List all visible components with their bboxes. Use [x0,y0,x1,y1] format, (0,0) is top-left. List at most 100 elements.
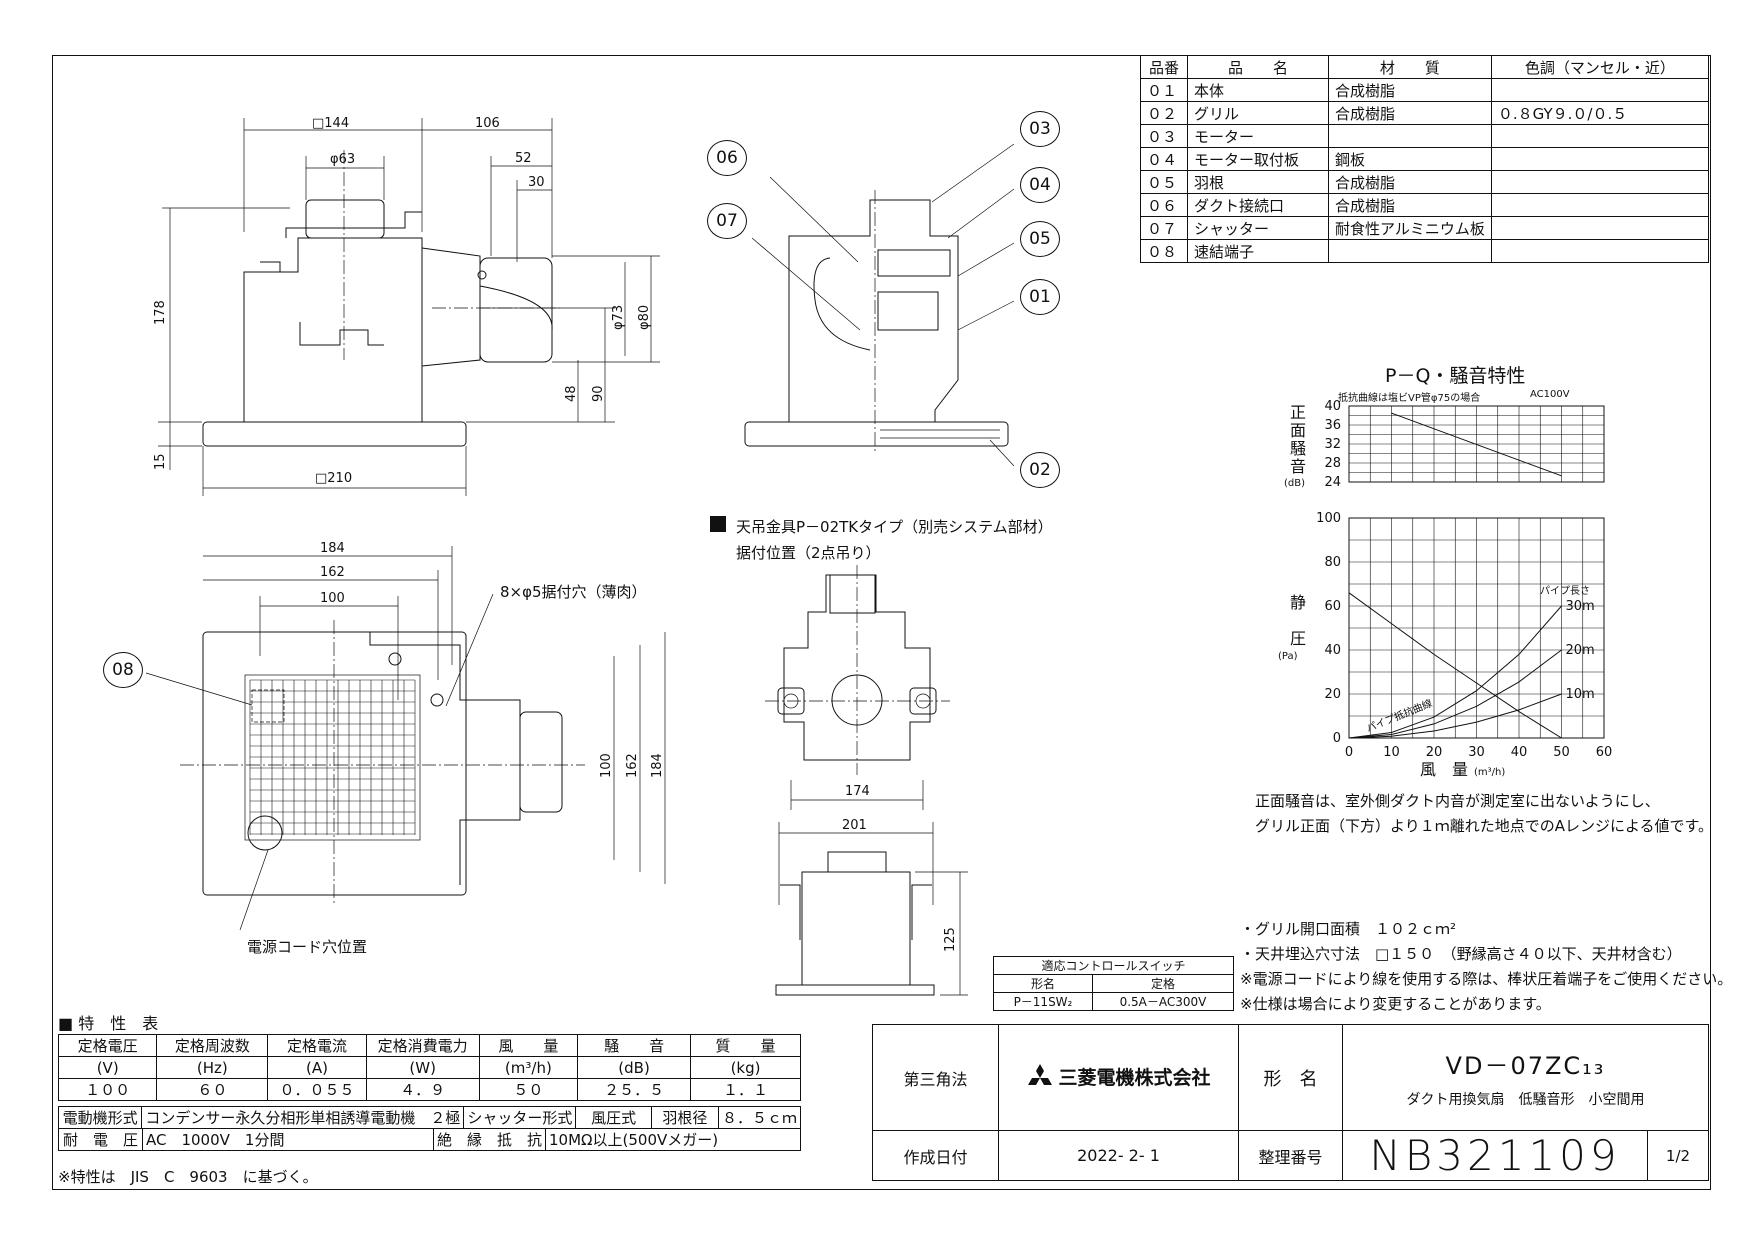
pq-ytick: 100 [1316,511,1341,526]
chart-note: 抵抗曲線は塩ビVP管φ75の場合 [1338,393,1481,404]
spec-values-cell: １．１ [690,1078,801,1101]
model-description: ダクト用換気扇 低騒音形 小空間用 [1406,1092,1645,1108]
spec-units-cell: (Hz) [156,1056,269,1079]
title-block: 第三角法 三菱電機株式会社 形 名 VD－07ZC₁₃ ダクト用換気扇 低騒音形… [872,1024,1709,1181]
pq-xunit: (m³/h) [1474,767,1505,778]
switch-model: P－11SW₂ [993,992,1093,1011]
date-value: 2022- 2- 1 [998,1130,1239,1181]
callout-08: 08 [103,652,143,688]
parts-cell: ０.８GY９.０/０.５ [1490,101,1710,125]
parts-cell: 合成樹脂 [1328,170,1492,194]
spec-table: 定格電圧定格周波数定格電流定格消費電力風 量騒 音質 量 (V)(Hz)(A)(… [57,1034,801,1101]
spec-units-cell: (A) [267,1056,367,1079]
parts-cell: ０５ [1140,170,1188,194]
model-label: 形 名 [1238,1024,1343,1131]
pq-series-label: 10m [1566,687,1595,702]
noise-note-1: 正面騒音は、室外側ダクト内音が測定室に出ないようにし、 [1255,792,1660,810]
spec-title: ■ 特 性 表 [58,1014,159,1033]
switch-col-rating: 定格 [1091,974,1235,993]
pq-ytick: 0 [1333,731,1341,746]
pq-ylabel-char: 圧 [1290,629,1306,648]
noise-ylabel-char: 音 [1290,457,1306,476]
dim-phi73: φ73 [611,305,626,330]
callout-05: 05 [1020,221,1060,257]
pq-xtick: 60 [1596,745,1613,760]
dim-b184: 184 [320,541,345,556]
noise-ytick: 24 [1324,475,1341,490]
spec-values-cell: ２５．５ [577,1078,692,1101]
parts-cell: 鋼板 [1328,147,1492,171]
dim-174: 174 [845,784,870,799]
dim-178: 178 [153,300,168,325]
spec-units-cell: (kg) [690,1056,801,1079]
pq-xtick: 10 [1383,745,1400,760]
parts-cell: ０７ [1140,216,1188,240]
grille-pattern [249,679,416,835]
model-cell: VD－07ZC₁₃ ダクト用換気扇 低騒音形 小空間用 [1342,1024,1709,1131]
pq-xtick: 40 [1511,745,1528,760]
dim-90: 90 [591,385,606,402]
callout-01: 01 [1020,279,1060,315]
spec-table-2: 電動機形式 コンデンサー永久分相形単相誘導電動機 ２極 シャッター形式 風圧式 … [57,1106,802,1129]
pq-xtick: 50 [1553,745,1570,760]
noise-ytick: 28 [1324,456,1341,471]
spec-values-cell: ４．９ [365,1078,480,1101]
noise-ylabel-char: 騒 [1290,439,1306,458]
spec-table-3: 耐 電 圧 AC 1000V 1分間 絶 縁 抵 抗 10MΩ以上(500Vメガ… [58,1128,801,1151]
pq-ytick: 60 [1324,599,1341,614]
hanger-view: 174 201 125 [710,516,968,996]
pipe-length-label: パイプ長さ [1540,585,1590,597]
pipe-curve-label: パイプ抵抗曲線 [1364,697,1434,735]
switch-rating: 0.5A－AC300V [1091,992,1235,1011]
withstand-label: 耐 電 圧 [58,1128,143,1151]
page-number: 1/2 [1647,1130,1709,1181]
parts-cell [1490,78,1710,102]
callout-03: 03 [1020,111,1060,147]
pq-series-line [1348,693,1562,739]
callout-04: 04 [1020,167,1060,203]
pq-ytick: 20 [1324,687,1341,702]
switch-table-title: 適応コントロールスイッチ [993,956,1234,975]
shutter-value: 風圧式 [575,1106,652,1129]
insulation-value: 10MΩ以上(500Vメガー) [545,1128,801,1151]
dim-b162v: 162 [625,753,640,778]
side-view: □144 106 φ63 52 30 178 15 □210 φ73 φ80 4… [153,116,660,496]
bottom-view: 184 162 100 100 162 184 [145,541,666,931]
dim-201: 201 [842,818,867,833]
parts-cell: ０２ [1140,101,1188,125]
dim-15: 15 [153,453,168,470]
switch-col-model: 形名 [993,974,1093,993]
dim-b162: 162 [320,565,345,580]
spec-units-cell: (W) [365,1056,480,1079]
dim-phi80: φ80 [637,305,652,330]
noise-note-2: グリル正面（下方）より１ｍ離れた地点でのAレンジによる値です。 [1255,817,1714,835]
parts-cell: 羽根 [1187,170,1329,194]
pq-series-label: 20m [1566,643,1595,658]
blade-label: 羽根径 [650,1106,719,1129]
motor-label: 電動機形式 [57,1106,143,1129]
dim-52: 52 [515,151,532,166]
spec-units-cell: (m³/h) [478,1056,579,1079]
mount-hole-note: 8×φ5据付穴（薄肉） [500,583,647,601]
spec-headers-cell: 定格電圧 [57,1034,158,1057]
model-number: VD－07ZC₁₃ [1445,1052,1606,1080]
callout-02: 02 [1020,452,1060,488]
spec-footnote: ※特性は JIS C 9603 に基づく。 [58,1168,318,1186]
motor-value: コンデンサー永久分相形単相誘導電動機 ２極 [141,1106,465,1129]
noise-ytick: 32 [1324,437,1341,452]
dim-144: □144 [312,116,349,131]
parts-cell: ０４ [1140,147,1188,171]
company-name: 三菱電機株式会社 [1058,1066,1211,1089]
hanger-title: 天吊金具P－02TKタイプ（別売システム部材） [736,518,1053,536]
mitsubishi-logo-icon [1026,1063,1054,1093]
spec-values-cell: ０．０５５ [267,1078,367,1101]
blade-value: ８．５ｃｍ [717,1106,802,1129]
parts-cell: シャッター [1187,216,1329,240]
pq-xlabel: 風 量 [1420,760,1468,779]
